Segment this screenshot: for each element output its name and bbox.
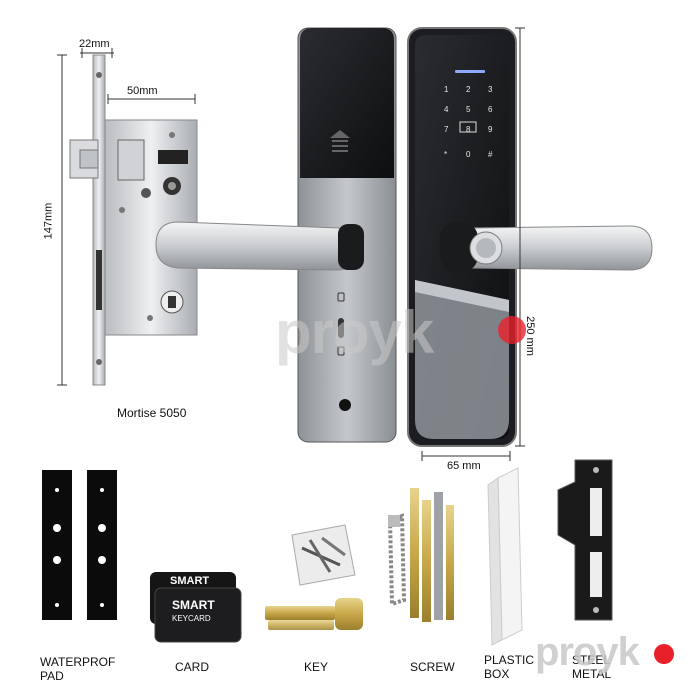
svg-text:3: 3 [488,85,493,94]
smart-handle [440,222,653,272]
svg-text:7: 7 [444,125,449,134]
caption-plastic-box-line2: BOX [484,667,510,681]
caption-screw: SCREW [410,660,455,674]
card-back-text: SMART [170,575,210,587]
caption-steel-metal-line1: STEEL [572,653,611,667]
svg-text:8: 8 [466,125,471,134]
mortise-caption: Mortise 5050 [117,406,187,420]
card-front-text: SMART [172,598,215,612]
dimension-backset: 50mm [127,85,158,97]
svg-text:5: 5 [466,105,471,114]
caption-card: CARD [175,660,210,674]
caption-plastic-box: PLASTIC BOX [484,653,534,681]
card-front-subtext: KEYCARD [172,614,211,623]
dimension-mortise-height: 147mm [42,202,55,240]
caption-steel-metal-line2: METAL [572,667,612,681]
caption-steel-metal: STEEL METAL [572,653,611,681]
plastic-box [487,467,523,646]
dimension-lock-height: 250 mm [523,316,536,356]
watermark-corner-dot [654,644,674,664]
keypad: 1 2 3 4 5 6 7 8 9 * 0 # [444,85,493,159]
caption-pad: WATERPROF PAD [40,655,115,683]
outdoor-handle [155,221,364,271]
svg-text:6: 6 [488,105,493,114]
svg-text:*: * [444,150,447,159]
keycards [150,572,242,643]
svg-text:2: 2 [466,85,471,94]
svg-text:1: 1 [444,85,449,94]
waterproof-pads [42,470,117,620]
caption-plastic-box-line1: PLASTIC [484,653,535,667]
watermark-center: proyk [275,299,434,366]
svg-text:9: 9 [488,125,493,134]
svg-text:4: 4 [444,105,449,114]
dimension-mortise-width: 22mm [79,38,110,50]
strike-plate [557,459,613,621]
watermark-corner: proyk [535,630,640,674]
dimension-lock-width: 65 mm [447,460,481,472]
mortise-lock [69,54,198,386]
caption-pad-line1: WATERPROF [40,655,116,669]
svg-text:#: # [488,150,493,159]
lock-dimension-lines [421,27,525,461]
caption-key: KEY [304,660,329,674]
svg-text:0: 0 [466,150,471,159]
caption-pad-line2: PAD [40,669,64,683]
screw-bag [291,524,356,586]
mortise-dimension-lines [57,48,196,386]
watermark-center-dot [498,316,526,344]
keys [265,598,363,630]
screws [387,488,454,622]
